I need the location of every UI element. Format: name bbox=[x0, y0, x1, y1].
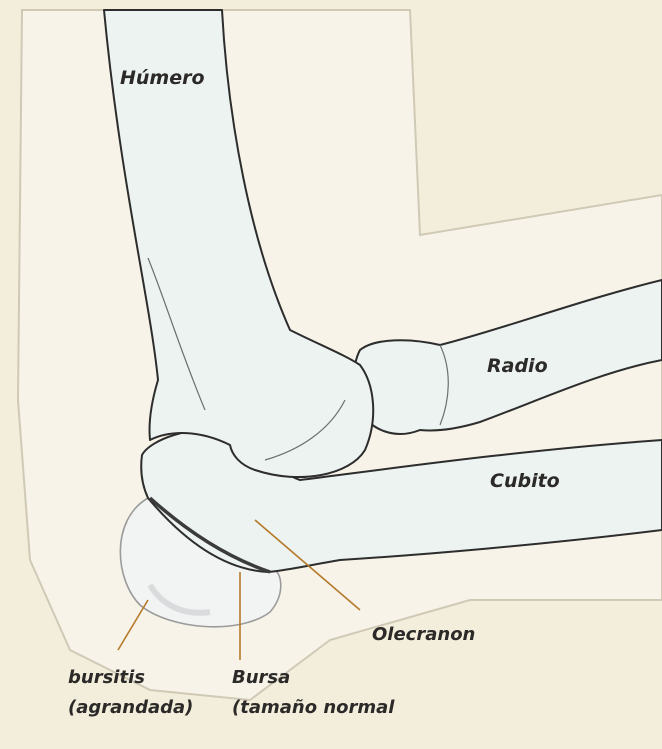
label-bursa-sub: (tamaño normal bbox=[232, 697, 395, 718]
label-cubito: Cubito bbox=[490, 470, 560, 492]
label-radio: Radio bbox=[487, 355, 548, 377]
label-bursitis: bursitis bbox=[68, 667, 145, 688]
label-olecranon: Olecranon bbox=[372, 624, 475, 645]
label-bursitis-sub: (agrandada) bbox=[68, 697, 193, 718]
label-bursa: Bursa bbox=[232, 667, 290, 688]
label-humero: Húmero bbox=[120, 67, 205, 89]
